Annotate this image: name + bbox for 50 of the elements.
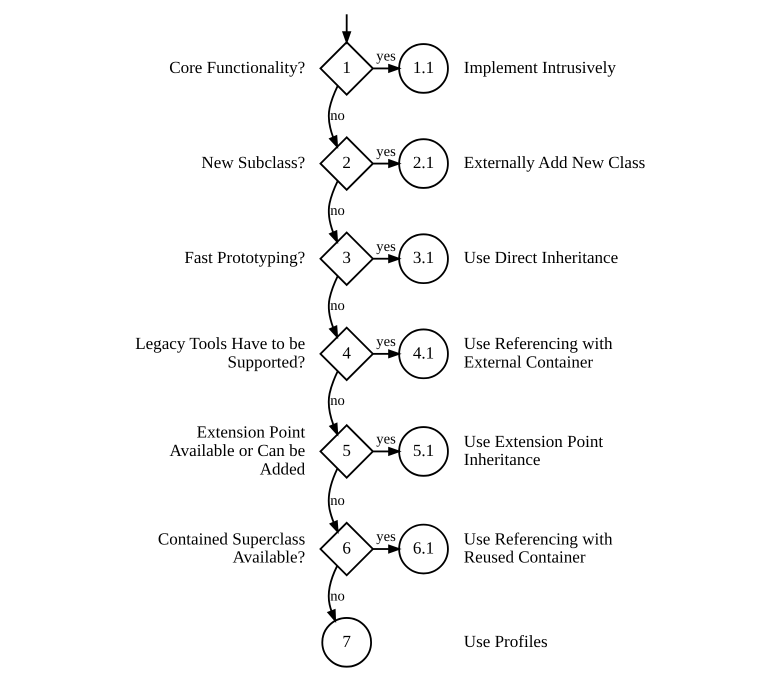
arrow: [342, 14, 352, 45]
edge-label: yes: [376, 432, 396, 448]
node-diamond: 6: [319, 522, 374, 577]
edge-label: no: [330, 108, 345, 124]
edge-label: no: [330, 202, 345, 219]
node-label: Implement Intrusively: [464, 58, 616, 77]
node-label: Use Referencing with Reused Container: [464, 529, 613, 567]
edge-label: no: [330, 493, 345, 510]
node-circle: 1.1: [398, 43, 449, 94]
arrow: [328, 180, 338, 244]
node-label: Fast Prototyping?: [184, 248, 306, 268]
node-circle: 4.1: [398, 328, 449, 380]
edge-label: no: [330, 393, 345, 410]
node-label: Core Functionality?: [169, 58, 306, 77]
edge-label: yes: [376, 144, 396, 160]
node-circle: 3.1: [398, 233, 449, 284]
node-circle: 2.1: [398, 138, 449, 189]
arrow: [328, 468, 339, 534]
node-label: Externally Add New Class: [464, 153, 646, 172]
node-label: Contained Superclass Available?: [158, 529, 306, 567]
arrow: [373, 64, 402, 74]
arrow: [373, 158, 402, 168]
node-label: Extension Point Available or Can be Added: [170, 422, 306, 478]
node-label: Legacy Tools Have to be Supported?: [135, 334, 306, 372]
label: Use Profiles: [464, 632, 548, 651]
node-label: Use Direct Inheritance: [464, 248, 618, 268]
node-diamond: 5: [319, 424, 374, 479]
node-label: Use Extension Point Inheritance: [464, 432, 604, 470]
node-circle: 7: [321, 617, 372, 668]
arrow: [373, 254, 402, 264]
edge-label: yes: [376, 334, 396, 350]
node-diamond: 3: [319, 231, 374, 286]
arrow: [373, 349, 402, 359]
node-label: Use Referencing with External Container: [464, 334, 613, 372]
edge-label: yes: [376, 48, 396, 65]
edge-label: no: [330, 298, 345, 314]
arrow: [328, 276, 338, 340]
edge-label: yes: [376, 238, 396, 255]
arrow: [373, 544, 402, 554]
arrow: [326, 566, 338, 623]
node-circle: 5.1: [398, 426, 449, 477]
node-diamond: 2: [319, 136, 374, 192]
edge-label: yes: [376, 529, 396, 546]
node-label: New Subclass?: [201, 153, 306, 172]
node-circle: 6.1: [398, 524, 449, 574]
node-diamond: 1: [319, 40, 374, 96]
arrow: [328, 371, 338, 437]
edge-label: no: [330, 588, 345, 604]
arrow: [328, 86, 338, 149]
arrow: [373, 446, 402, 456]
